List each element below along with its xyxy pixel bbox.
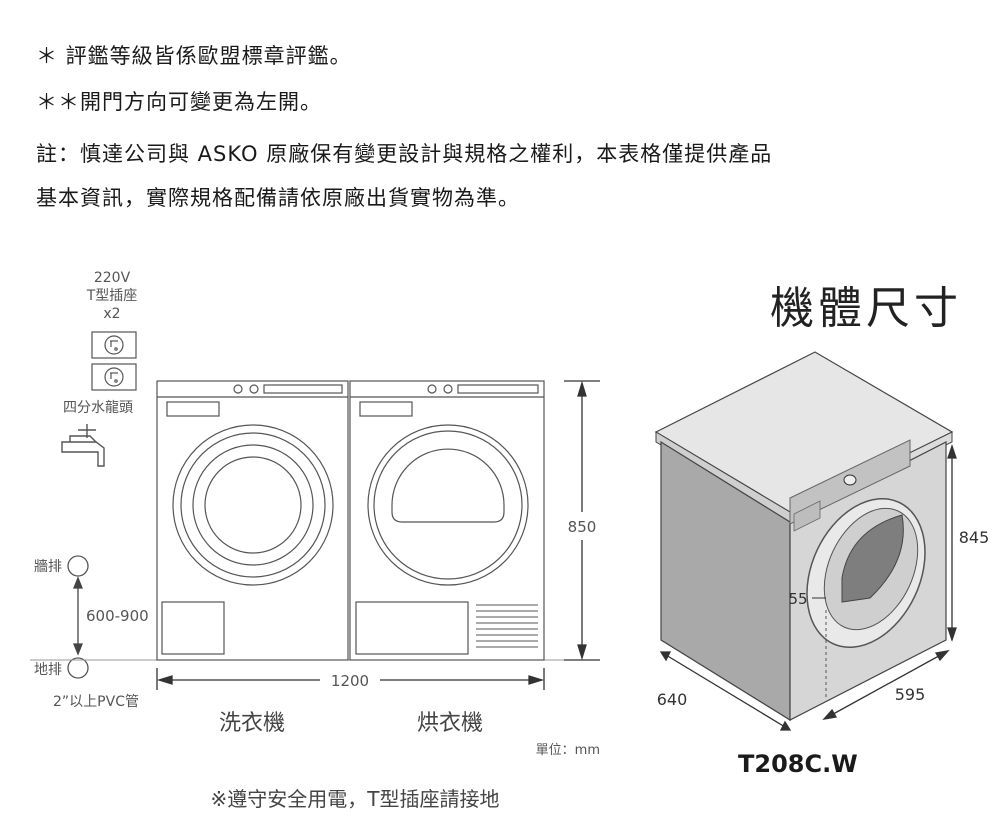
socket-type-label: T型插座 [86, 288, 138, 304]
door-depth-label: 55 [788, 590, 807, 608]
note-disclaimer-1: 註：慎達公司與 ASKO 原廠保有變更設計與規格之權利，本表格僅提供產品 [36, 142, 773, 166]
dryer-drawing [349, 380, 545, 661]
floor-drain-label: 地排 [34, 662, 62, 678]
wall-drain-icon [67, 555, 89, 577]
socket-voltage-label: 220V [94, 270, 131, 286]
height-label-850: 850 [568, 518, 597, 536]
height-dimension-845 [947, 443, 957, 643]
note-disclaimer-2: 基本資訊，實際規格配備請依原廠出貨實物為準。 [36, 186, 520, 210]
dryer-label: 烘衣機 [417, 711, 483, 736]
note-door-direction: ＊＊開門方向可變更為左開。 [36, 90, 322, 114]
depth-dimension-640 [659, 651, 792, 731]
note-rating: ＊ 評鑑等級皆係歐盟標章評鑑。 [36, 44, 352, 68]
drain-height-label: 600-900 [86, 607, 149, 625]
depth-label-640: 640 [657, 690, 688, 709]
width-label-595: 595 [895, 685, 926, 704]
wall-drain-label: 牆排 [34, 559, 62, 575]
pvc-label: 2”以上PVC管 [53, 694, 139, 710]
height-dimension-850 [564, 380, 600, 661]
dimension-title: 機體尺寸 [770, 283, 962, 334]
faucet-label: 四分水龍頭 [63, 399, 133, 416]
floor-drain-icon [67, 657, 89, 679]
width-dimension-1200 [156, 668, 545, 690]
width-dimension-595 [822, 650, 950, 720]
socket-icon [91, 331, 137, 391]
safety-warning: ※遵守安全用電，T型插座請接地 [211, 787, 500, 811]
unit-label: 單位：mm [536, 743, 600, 758]
socket-count-label: x2 [103, 306, 120, 322]
height-label-845: 845 [959, 528, 990, 547]
model-number: T208C.W [738, 750, 858, 778]
dryer-3d-drawing [654, 351, 954, 722]
washer-drawing [156, 380, 349, 661]
faucet-icon [61, 424, 105, 467]
washer-label: 洗衣機 [219, 711, 285, 736]
drain-height-arrow [73, 576, 83, 656]
width-label-1200: 1200 [331, 672, 369, 690]
